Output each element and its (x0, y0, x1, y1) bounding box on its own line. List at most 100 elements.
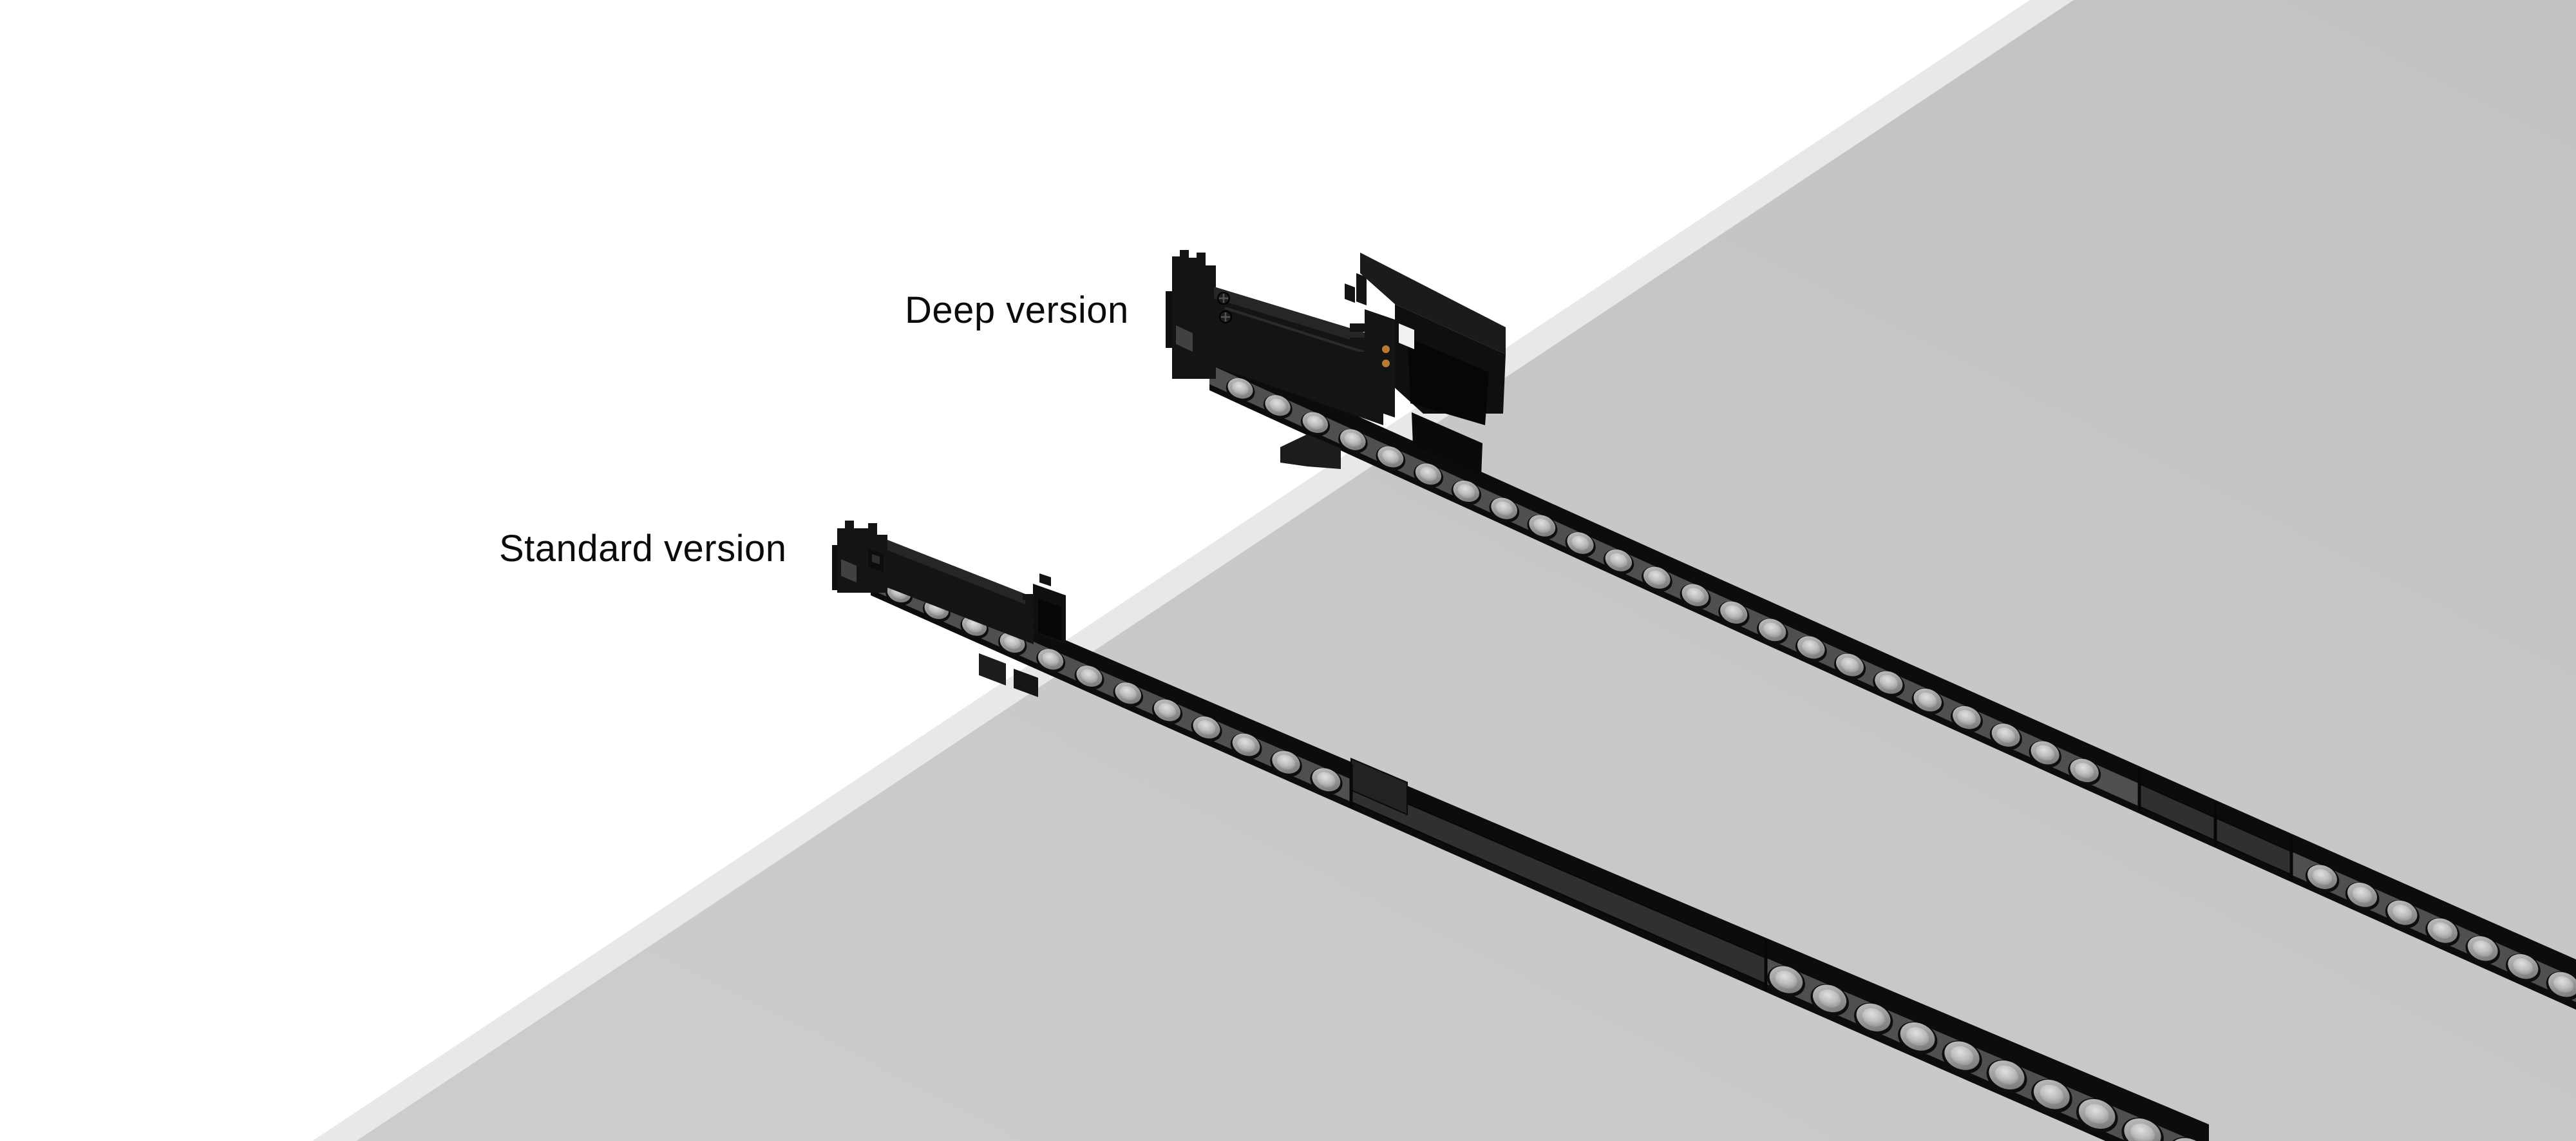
contact-pin (1382, 360, 1390, 367)
led-dot (1853, 1002, 1893, 1035)
led-dot (2031, 1079, 2072, 1113)
led-lens (1232, 381, 1249, 396)
led-dot (1810, 984, 1849, 1016)
led-dot (1795, 635, 1827, 662)
led-dot (1911, 688, 1944, 715)
led-dot (1718, 600, 1750, 627)
led-lens (2392, 905, 2412, 921)
led-lens (2352, 887, 2372, 903)
led-lens (1382, 450, 1399, 464)
led-dot (1230, 733, 1262, 760)
led-dot (1986, 1059, 2027, 1093)
led-lens (1609, 553, 1628, 568)
channel-cavity (1038, 599, 1061, 640)
suspension-clip (1356, 273, 1367, 305)
mounting-screw (1217, 292, 1230, 305)
led-lens (2553, 976, 2574, 993)
led-lens (1419, 466, 1437, 481)
led-dot (1113, 682, 1144, 707)
deep-version-fixture (1166, 250, 1506, 477)
deep-version-track (1209, 349, 2576, 1010)
track-connector-bump (1350, 757, 1408, 816)
led-lens (1307, 416, 1324, 430)
housing-beam-groove (1224, 307, 1367, 354)
led-lens (2312, 868, 2333, 885)
led-lens (1344, 432, 1361, 447)
led-lens (2130, 1123, 2155, 1141)
mounting-screw (1219, 311, 1232, 323)
led-dot (1565, 532, 1596, 557)
led-dot (2425, 917, 2460, 946)
channel-fin (1023, 594, 1034, 600)
led-dot (2345, 882, 2380, 910)
led-lens (1197, 720, 1216, 735)
led-lens (2040, 1084, 2064, 1104)
led-lens (1996, 727, 2016, 743)
led-dot (1642, 566, 1672, 592)
channel-left-flange (1365, 309, 1395, 417)
led-lens (1119, 686, 1137, 700)
channel-fin (1023, 617, 1034, 623)
led-tracks (871, 349, 2576, 1141)
led-lens (1957, 709, 1976, 725)
led-lens (1158, 703, 1177, 718)
housing-beam (887, 540, 1034, 644)
standard-version-fixture (832, 521, 1066, 697)
led-dot (1414, 463, 1444, 488)
led-dot (2068, 758, 2101, 786)
led-dot (1873, 671, 1905, 697)
channel-fin (1023, 629, 1034, 635)
led-dot (1310, 767, 1343, 795)
led-dot (2506, 954, 2541, 983)
led-dot (1270, 750, 1302, 777)
led-dot (1989, 723, 2022, 751)
channel-tooth (1350, 338, 1366, 346)
ceiling-panel-edge-band (312, 0, 2074, 1141)
led-lens (1533, 518, 1551, 533)
led-lens (1879, 675, 1899, 690)
led-lens (1906, 1027, 1929, 1046)
led-lens (1802, 640, 1821, 655)
led-lens (1236, 737, 1256, 753)
track-rail-profile (871, 557, 2209, 1141)
standard-version-label: Standard version (499, 528, 787, 570)
led-lens (1775, 970, 1797, 989)
led-dot (1191, 716, 1222, 742)
led-lens (2085, 1104, 2109, 1124)
housing-beam-top-facet (887, 540, 1025, 604)
housing-beam (1214, 287, 1383, 425)
channel-slot-gap (1399, 323, 1414, 349)
channel-cavity (1408, 338, 1489, 425)
led-lens (1457, 484, 1475, 499)
led-dot (1951, 705, 1983, 733)
led-lens (1818, 989, 1841, 1008)
led-dot (2546, 971, 2576, 1001)
deep-version-label: Deep version (905, 289, 1129, 331)
led-lens (1994, 1065, 2019, 1085)
led-lens (1763, 622, 1782, 638)
led-dot (1603, 549, 1634, 575)
led-lens (1276, 754, 1296, 770)
ceiling-panel (312, 0, 2576, 1141)
led-dot (1036, 648, 1066, 673)
channel-back-wall (1360, 253, 1506, 354)
end-cap-bevel (1176, 325, 1193, 352)
led-dot (2029, 740, 2061, 768)
led-lens (1495, 501, 1513, 516)
led-dot (1074, 665, 1104, 690)
led-dot (1680, 584, 1711, 609)
recessed-channel (1350, 253, 1506, 477)
led-lens (2513, 958, 2533, 975)
led-lens (1725, 605, 1743, 620)
led-dot (1151, 699, 1183, 725)
led-lens (1841, 657, 1859, 673)
end-cap-bracket (1172, 250, 1216, 379)
end-cap-bevel (841, 559, 857, 582)
led-lens (1316, 772, 1336, 788)
standard-version-track (871, 557, 2210, 1141)
led-lens (2472, 940, 2493, 957)
led-dot (1942, 1040, 1982, 1074)
led-lens (2432, 922, 2453, 939)
